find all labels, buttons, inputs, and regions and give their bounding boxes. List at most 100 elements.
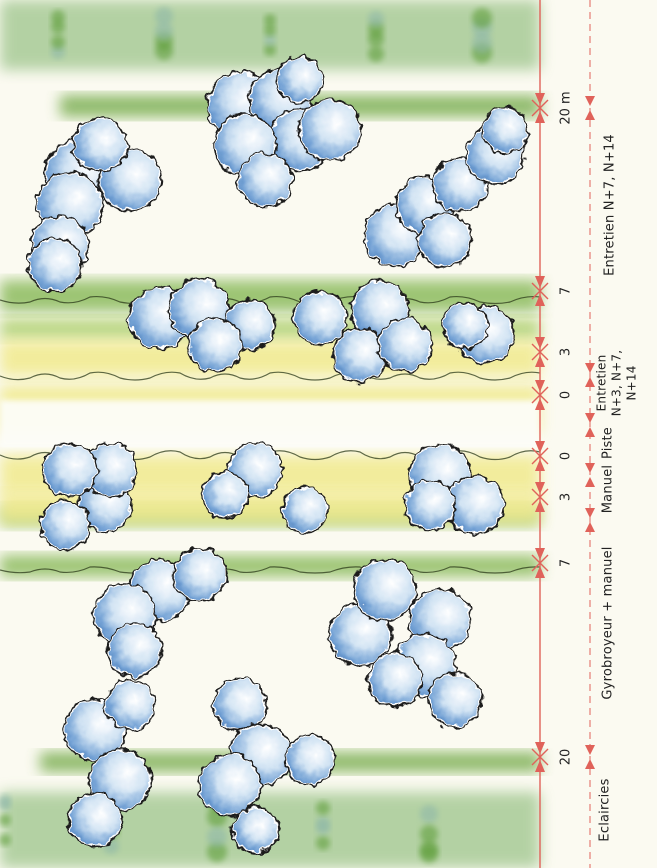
label-manuel: Manuel: [600, 464, 616, 514]
zone-arrow: [585, 377, 595, 387]
tree-crown: [481, 106, 529, 154]
axis-tick: [531, 748, 549, 766]
dimension-arrow: [535, 337, 545, 349]
tree-crown: [107, 622, 163, 678]
grass-tuft: [207, 842, 227, 862]
tree-crown: [67, 792, 123, 848]
grass-tuft: [264, 14, 276, 26]
grass-tuft: [368, 11, 384, 27]
tree-crown: [187, 317, 243, 373]
distance-label: 0: [559, 452, 574, 460]
dimension-arrow: [535, 380, 545, 392]
axis-tick: [531, 488, 549, 506]
dimension-arrow: [535, 548, 545, 560]
axis-tick: [531, 343, 549, 361]
dimension-arrow: [535, 111, 545, 123]
grass-tuft: [472, 33, 492, 53]
distance-label: 20: [559, 749, 574, 766]
dimension-arrow: [535, 441, 545, 453]
tree-crown: [201, 471, 249, 519]
zone-arrow: [585, 463, 595, 473]
distance-axis: 20 m 7 3 0 0 3 7 20: [531, 0, 595, 868]
piste-road: [0, 400, 540, 448]
distance-label: 20 m: [559, 91, 574, 124]
grass-tuft: [51, 45, 65, 59]
tree-crown: [427, 672, 483, 728]
zone-arrow: [585, 413, 595, 423]
grass-tuft: [472, 8, 492, 28]
tree-crown: [367, 652, 423, 708]
grass-tuft: [51, 35, 65, 49]
tree-crown: [445, 475, 505, 535]
tree-crown: [212, 677, 268, 733]
grass-tuft: [264, 44, 276, 56]
dimension-arrow: [535, 276, 545, 288]
grass-tuft: [316, 821, 330, 835]
distance-label: 7: [559, 559, 574, 567]
track-edge-line: [0, 371, 541, 381]
label-eclaircies: Eclaircies: [597, 778, 613, 842]
label-gyrobroyeur: Gyrobroyeur + manuel: [600, 546, 616, 700]
axis-tick: [531, 386, 549, 404]
axis-tick: [531, 99, 549, 117]
grass-tuft: [264, 34, 276, 46]
tree-crown: [198, 753, 262, 817]
dimension-arrow: [535, 459, 545, 471]
grass-tuft: [51, 20, 65, 34]
grass-tuft: [207, 827, 227, 847]
zone-arrow: [585, 363, 595, 373]
grass-tuft: [0, 799, 11, 811]
grass-tuft: [316, 801, 330, 815]
zone-arrow: [585, 110, 595, 120]
zone-arrow: [585, 96, 595, 106]
dimension-arrow: [535, 355, 545, 367]
zone-arrow: [585, 477, 595, 487]
zone-arrow: [585, 508, 595, 518]
tree-crown: [332, 327, 388, 383]
tree-crown: [39, 499, 91, 551]
dimension-arrow: [535, 566, 545, 578]
tree-crowns: [27, 56, 529, 854]
zone-arrow: [585, 759, 595, 769]
grass-tuft: [420, 825, 438, 843]
grass-tuft: [155, 22, 173, 40]
tree-crown: [104, 679, 156, 731]
tree-crown: [237, 152, 293, 208]
zone-arrow: [585, 522, 595, 532]
grass-tuft: [155, 7, 173, 25]
axis-tick: [531, 447, 549, 465]
axis-tick: [531, 282, 549, 300]
distance-label: 3: [559, 493, 574, 501]
distance-label: 7: [559, 287, 574, 295]
tree-crown: [377, 317, 433, 373]
axis-tick: [531, 554, 549, 572]
zone-arrow: [585, 427, 595, 437]
grass-tuft: [264, 24, 276, 36]
track-edge-line: [0, 295, 541, 305]
tree-crown: [42, 442, 98, 498]
grass-tuft: [420, 805, 438, 823]
distance-label: 0: [559, 391, 574, 399]
tree-crown: [276, 56, 324, 104]
label-entretien-far: Entretien N+7, N+14: [602, 134, 618, 276]
tree-crown: [417, 212, 473, 268]
vegetation-band: [0, 555, 540, 577]
tree-crown: [298, 98, 362, 162]
dimension-arrow: [535, 742, 545, 754]
tree-crown: [281, 486, 329, 534]
dimension-arrow: [535, 500, 545, 512]
track-band: [0, 340, 540, 376]
grass-tuft: [368, 46, 384, 62]
distance-label: 3: [559, 348, 574, 356]
dimension-arrow: [535, 93, 545, 105]
tree-crown: [284, 734, 336, 786]
tree-crown: [82, 442, 138, 498]
track-edge-line: [0, 566, 541, 574]
grass-tuft: [316, 836, 330, 850]
zone-arrow: [585, 745, 595, 755]
tree-crown: [441, 301, 489, 349]
tree-crown: [27, 237, 83, 293]
tree-crown: [292, 290, 348, 346]
